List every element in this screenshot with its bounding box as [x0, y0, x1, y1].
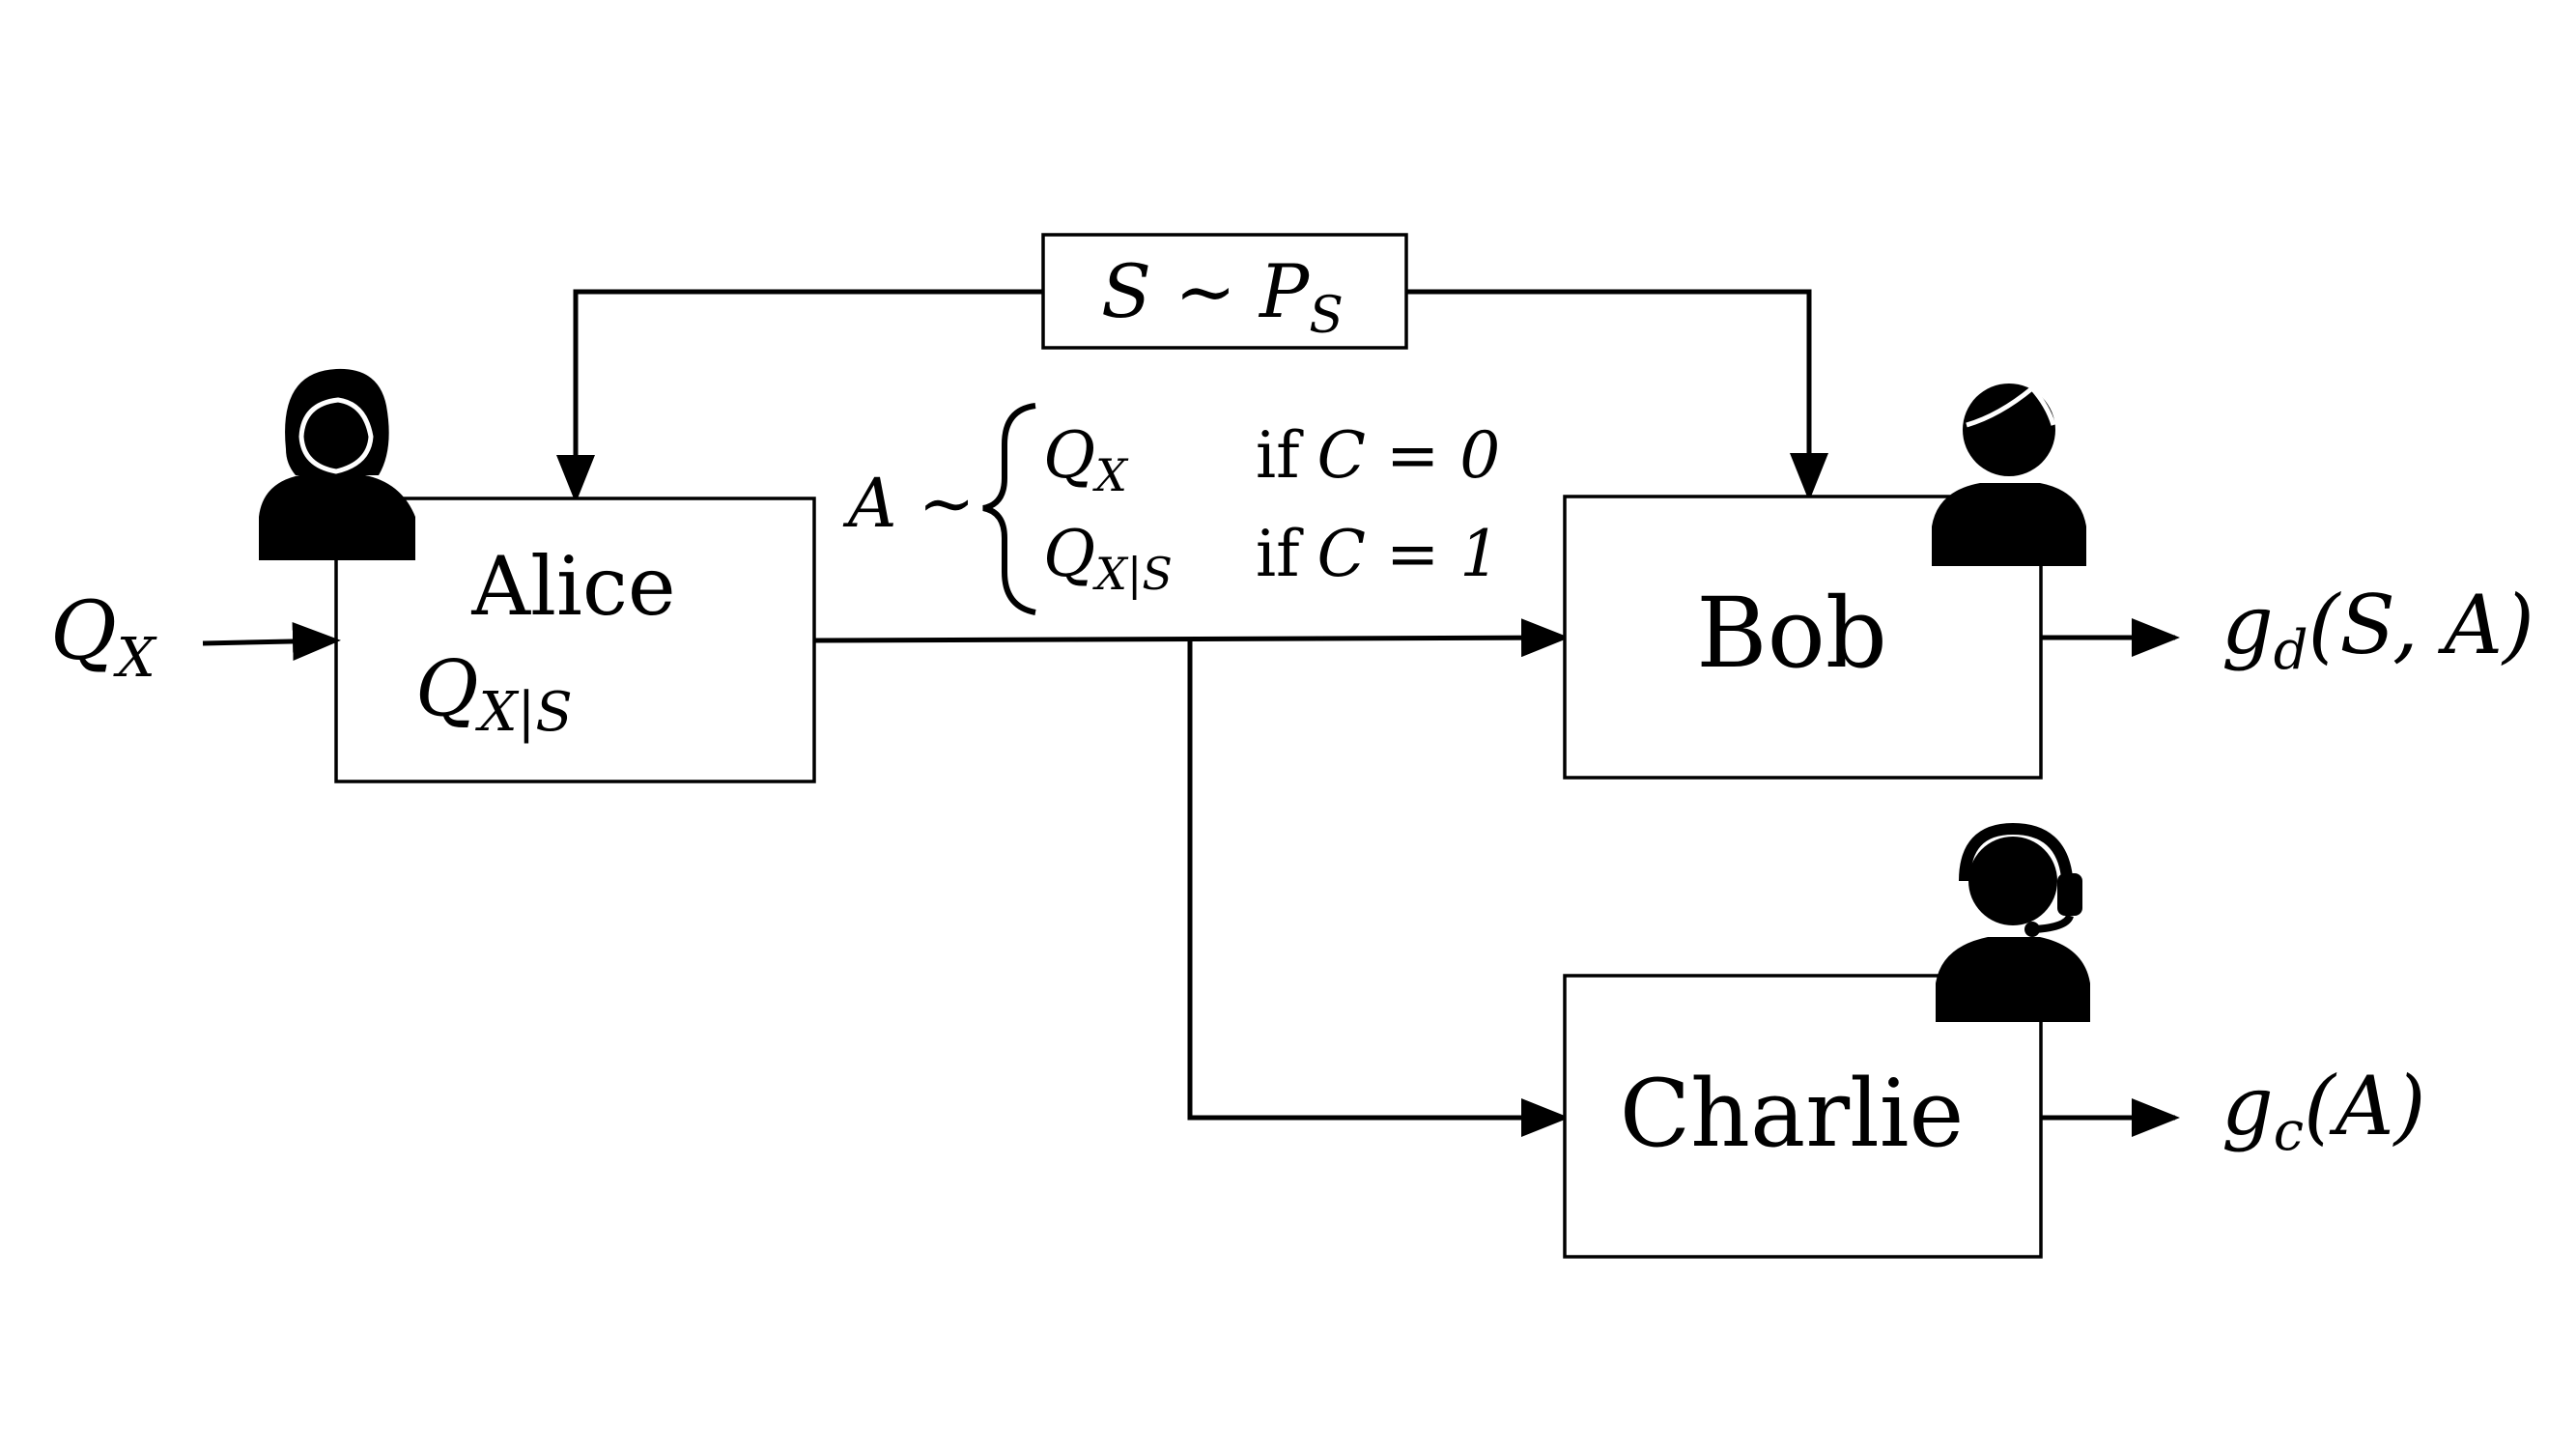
input-arrow: [202, 621, 341, 661]
alice-to-bob-arrow: [813, 618, 1570, 658]
man-icon: [1932, 384, 2086, 566]
source-label: S ∼ PS: [1101, 248, 1344, 345]
charlie-label: Charlie: [1620, 1060, 1965, 1168]
charlie-box: [1563, 974, 2043, 1259]
source-to-bob-arrow: [1406, 289, 1828, 501]
alice-to-charlie-arrow: [1187, 640, 1570, 1137]
alice-box: [334, 497, 816, 783]
bob-label: Bob: [1696, 577, 1887, 690]
alice-label: Alice: [470, 539, 675, 634]
bob-output: gd(S, A): [2222, 578, 2534, 682]
source-to-alice-arrow: [556, 289, 1043, 503]
channel-lhs: A ∼: [842, 464, 975, 543]
input-label: QX: [50, 583, 157, 690]
case-brace: [982, 403, 1036, 615]
headset-person-icon: [1936, 822, 2090, 1022]
charlie-output: gc(A): [2222, 1059, 2425, 1163]
case0-distribution: QX: [1043, 418, 1129, 501]
case1-distribution: QX|S: [1043, 517, 1173, 600]
source-box: [1041, 233, 1408, 350]
woman-icon: [259, 368, 415, 560]
alice-distribution: QX|S: [415, 643, 573, 744]
